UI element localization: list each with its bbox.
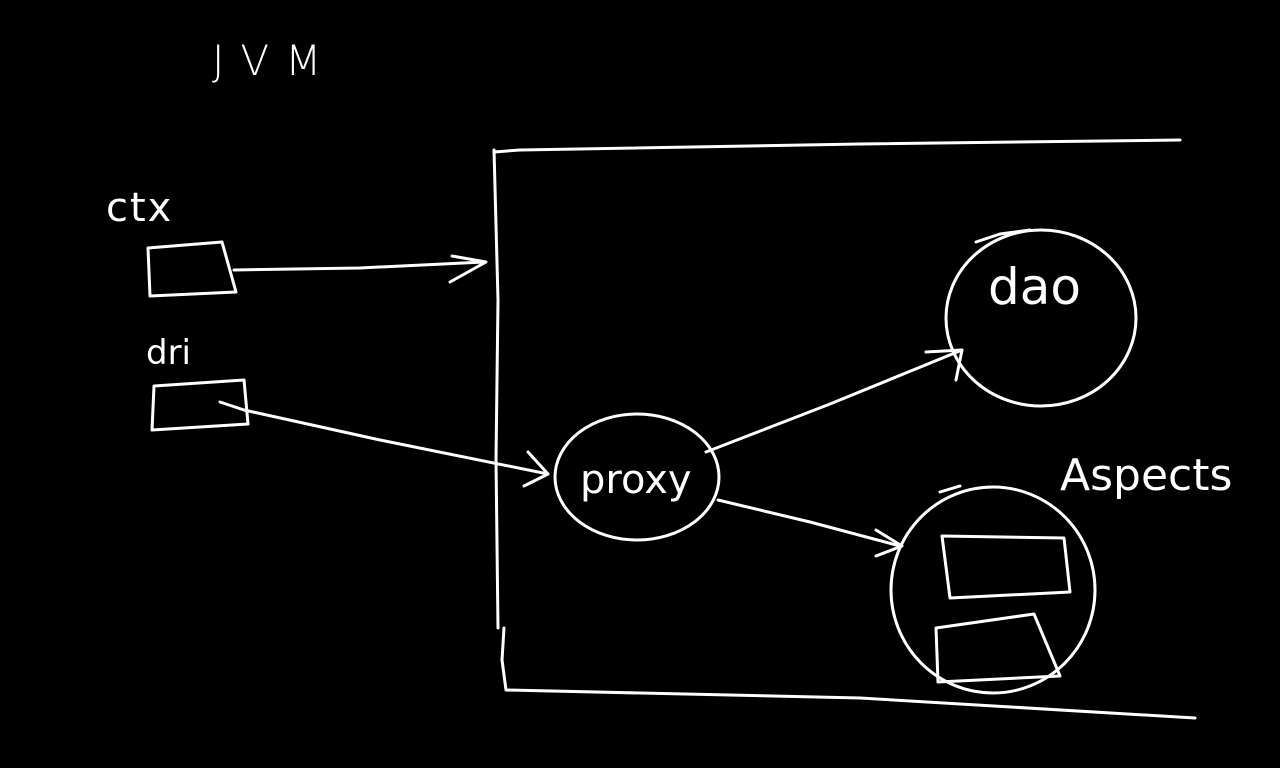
container-left-edge xyxy=(492,148,500,630)
dao-circle xyxy=(944,228,1138,408)
container-top-edge xyxy=(492,138,1182,154)
dri-box xyxy=(150,378,250,432)
ctx-box xyxy=(146,240,238,298)
ctx-label: ctx xyxy=(106,185,174,231)
proxy-label: proxy xyxy=(580,457,692,503)
proxy-circle xyxy=(553,412,721,542)
aspects-circle xyxy=(889,484,1097,695)
aspect-box-2 xyxy=(934,612,1062,684)
dao-label: dao xyxy=(988,258,1081,316)
jvm-container-box xyxy=(492,138,1197,720)
arrow-dri-to-proxy xyxy=(218,400,550,488)
arrow-proxy-to-aspects xyxy=(716,498,904,558)
arrow-ctx-to-jvm xyxy=(232,254,488,284)
container-bottom-edge xyxy=(500,626,1197,720)
jvm-label: JVM xyxy=(212,36,338,85)
arrow-proxy-to-dao xyxy=(704,348,964,454)
aspect-box-1 xyxy=(940,534,1072,600)
dri-label: dri xyxy=(146,333,192,373)
aspects-label: Aspects xyxy=(1060,450,1233,501)
